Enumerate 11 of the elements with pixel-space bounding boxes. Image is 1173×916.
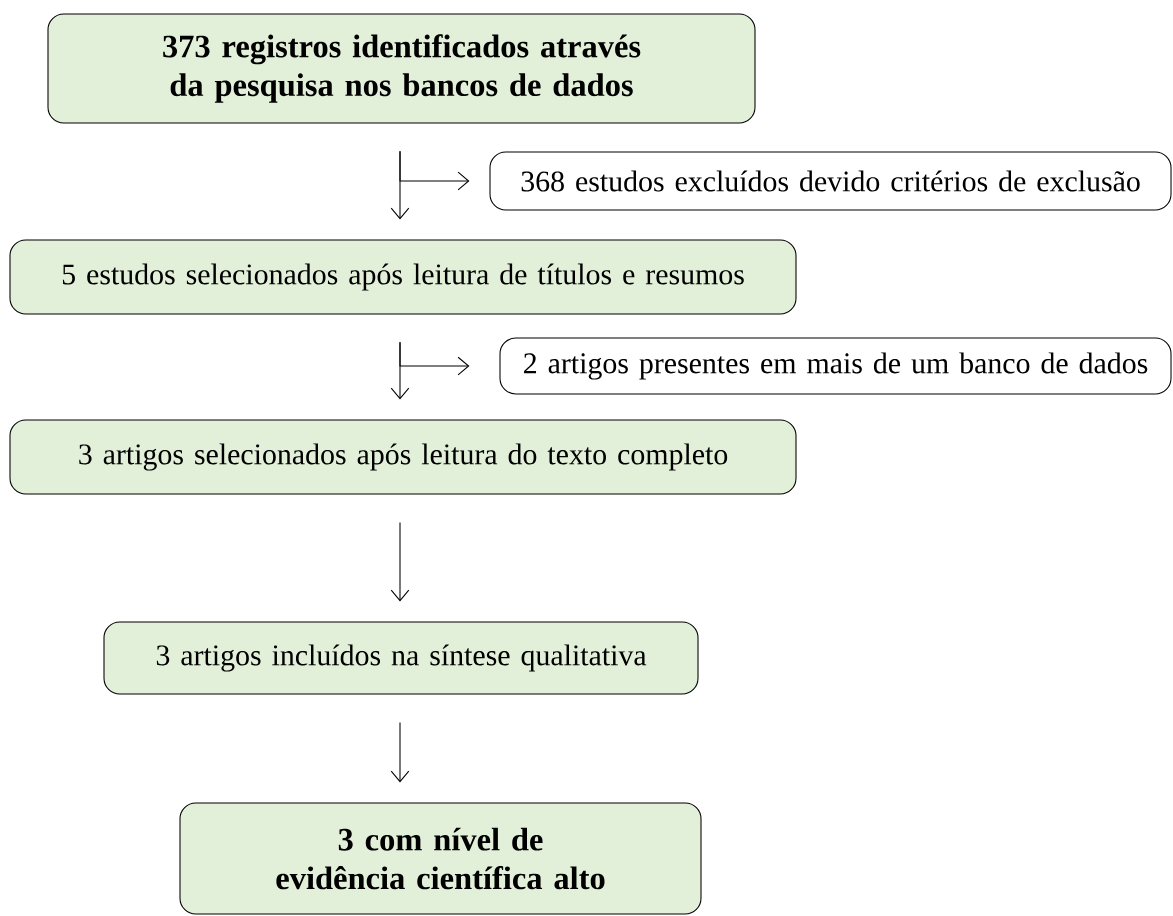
process-box: 3 com nível de evidência científica alto	[179, 802, 702, 915]
process-box: 373 registros identificados através da pesquisa nos bancos de dados	[47, 13, 756, 124]
exclusion-box: 2 artigos presentes em mais de um banco de dados	[499, 337, 1172, 395]
arrow	[390, 722, 410, 783]
process-box: 3 artigos selecionados após leitura do texto completo	[9, 419, 797, 495]
process-box: 3 artigos incluídos na síntese qualitativa	[103, 621, 699, 695]
arrow	[399, 341, 470, 376]
arrow	[399, 150, 470, 191]
arrow	[390, 522, 410, 602]
process-box: 5 estudos selecionados após leitura de títulos e resumos	[9, 239, 797, 315]
exclusion-box: 368 estudos excluídos devido critérios de exclusão	[489, 151, 1172, 211]
